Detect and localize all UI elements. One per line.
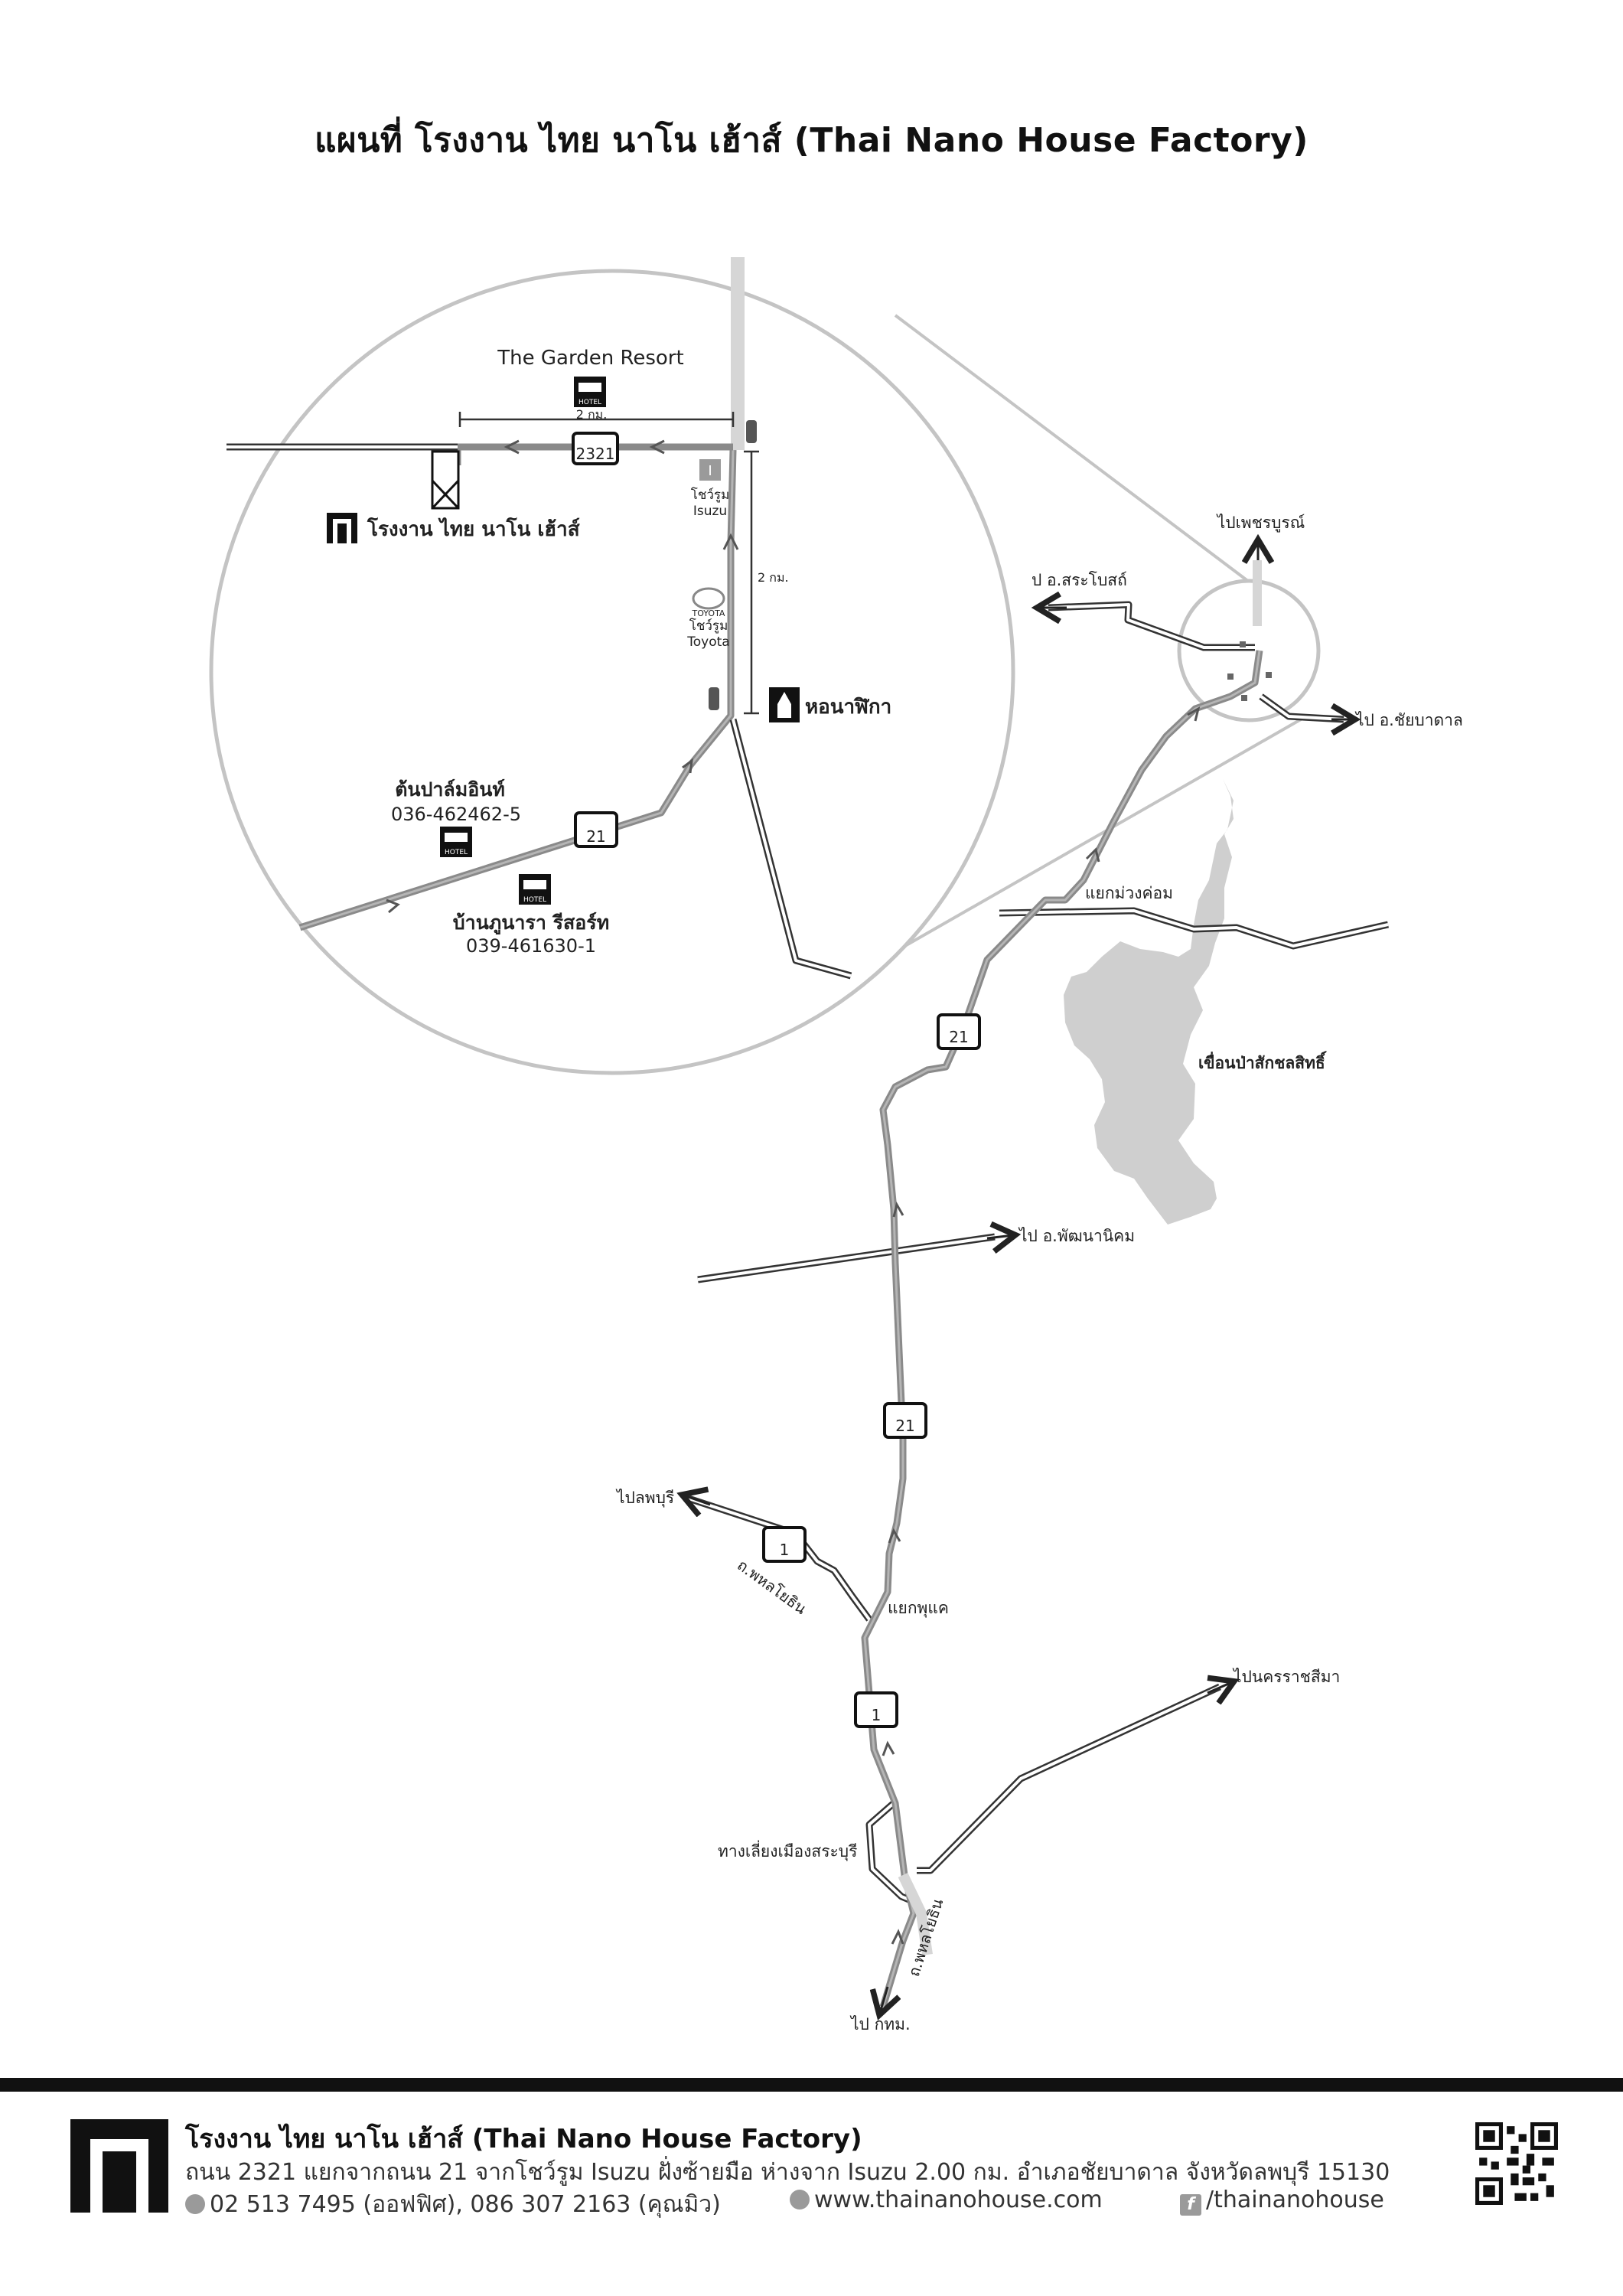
route-shield-1: 1	[762, 1526, 807, 1563]
route-direction-arrows	[882, 706, 1201, 1945]
route-shield-21: 21	[937, 1013, 981, 1050]
toyota-label-1: โชว์รูม	[689, 618, 728, 634]
route-shield-2321: 2321	[572, 432, 619, 465]
svg-text:2321: 2321	[576, 445, 615, 463]
label-phahon-a: ถ.พหลโยธิน	[734, 1556, 810, 1619]
svg-text:21: 21	[949, 1028, 968, 1046]
toyota-brand: TOYOTA	[692, 608, 725, 618]
label-to-lopburi: ไปลพบุรี	[615, 1489, 674, 1508]
traffic-light-icon	[709, 687, 719, 710]
svg-text:HOTEL: HOTEL	[445, 849, 468, 856]
isuzu-label-1: โชว์รูม	[691, 487, 730, 503]
globe-icon	[790, 2190, 810, 2210]
hotel-icon: HOTEL	[574, 377, 606, 407]
label-muang-khom: แยกม่วงค่อม	[1085, 884, 1173, 902]
zoom-lens	[1177, 579, 1321, 722]
company-name: โรงงาน ไทย นาโน เฮ้าส์ (Thai Nano House …	[185, 2124, 862, 2154]
label-to-bangkok: ไป กทม.	[849, 2015, 911, 2033]
tonpalm-phone: 036-462462-5	[391, 804, 521, 825]
toyota-icon	[692, 587, 725, 610]
distance-vertical: 2 กม.	[758, 570, 789, 585]
clock-tower-icon	[769, 687, 800, 722]
svg-text:HOTEL: HOTEL	[578, 399, 601, 406]
hotel-icon: HOTEL	[440, 827, 472, 857]
isuzu-label-2: Isuzu	[693, 504, 727, 519]
phone-number: 02 513 7495 (ออฟฟิศ), 086 307 2163 (คุณม…	[210, 2191, 721, 2218]
svg-text:HOTEL: HOTEL	[523, 896, 546, 904]
hotel-icon: HOTEL	[519, 874, 551, 905]
label-phu-khae: แยกพุแค	[888, 1599, 949, 1618]
facebook-link[interactable]: /thainanohouse	[1206, 2187, 1384, 2213]
svg-text:21: 21	[895, 1417, 914, 1435]
label-to-nakhon-ratchasima: ไปนครราชสีมา	[1232, 1668, 1340, 1686]
facebook-icon: f	[1180, 2194, 1201, 2216]
clock-tower-label: หอนาฬิกา	[805, 696, 891, 719]
tonpalm-name: ต้นปาล์มอินท์	[395, 778, 505, 801]
footer: โรงงาน ไทย นาโน เฮ้าส์ (Thai Nano House …	[0, 2092, 1623, 2296]
qr-code-icon[interactable]	[1475, 2122, 1558, 2205]
website-link[interactable]: www.thainanohouse.com	[814, 2187, 1103, 2213]
toyota-label-2: Toyota	[686, 634, 729, 650]
label-saraburi-bypass: ทางเลี่ยงเมืองสระบุรี	[718, 1840, 857, 1861]
company-address: ถนน 2321 แยกจากถนน 21 จากโชว์รูม Isuzu ฝ…	[185, 2159, 1390, 2186]
label-to-phetchabun: ไปเพชรบูรณ์	[1216, 514, 1305, 533]
distance-horizontal: 2 กม.	[576, 407, 608, 422]
route-shield-1: 1	[854, 1691, 898, 1728]
label-to-chaibadan: ไป อ.ชัยบาดาล	[1354, 711, 1463, 729]
svg-text:1: 1	[780, 1541, 790, 1559]
footer-divider	[0, 2078, 1623, 2092]
garden-resort-label: The Garden Resort	[497, 347, 683, 370]
isuzu-icon: I	[699, 459, 721, 481]
factory-logo-icon	[327, 513, 357, 543]
destination-arrows	[684, 542, 1353, 2013]
banphunara-name: บ้านภูนารา รีสอร์ท	[453, 912, 609, 935]
page-title: แผนที่ โรงงาน ไทย นาโน เฮ้าส์ (Thai Nano…	[314, 121, 1309, 160]
company-logo-icon	[70, 2119, 168, 2213]
route-map: HOTEL HOTEL HOTEL 2321 21 I The Garden R…	[209, 257, 1463, 2033]
svg-text:21: 21	[586, 827, 605, 846]
website-item[interactable]: www.thainanohouse.com	[790, 2187, 1103, 2213]
label-to-srabot: ป อ.สระโบสถ์	[1031, 571, 1127, 589]
traffic-light-icon	[746, 420, 757, 443]
svg-text:1: 1	[872, 1706, 882, 1724]
label-dam: เขื่อนป่าสักชลสิทธิ์	[1198, 1051, 1327, 1072]
route-shield-21: 21	[883, 1402, 927, 1439]
factory-label: โรงงาน ไทย นาโน เฮ้าส์	[367, 517, 580, 541]
dam-reservoir	[1064, 779, 1234, 1225]
banphunara-phone: 039-461630-1	[466, 935, 596, 957]
lens-markers	[1227, 641, 1272, 701]
facebook-item[interactable]: f/thainanohouse	[1180, 2187, 1384, 2216]
route-shield-21: 21	[574, 811, 618, 848]
label-to-phatthananikhom: ไป อ.พัฒนานิคม	[1018, 1227, 1135, 1245]
inset-circle	[209, 269, 1015, 1075]
phone-icon	[185, 2194, 205, 2214]
svg-text:I: I	[708, 463, 712, 479]
phone-item: 02 513 7495 (ออฟฟิศ), 086 307 2163 (คุณม…	[185, 2187, 721, 2223]
zoom-lens-lines	[855, 314, 1302, 976]
